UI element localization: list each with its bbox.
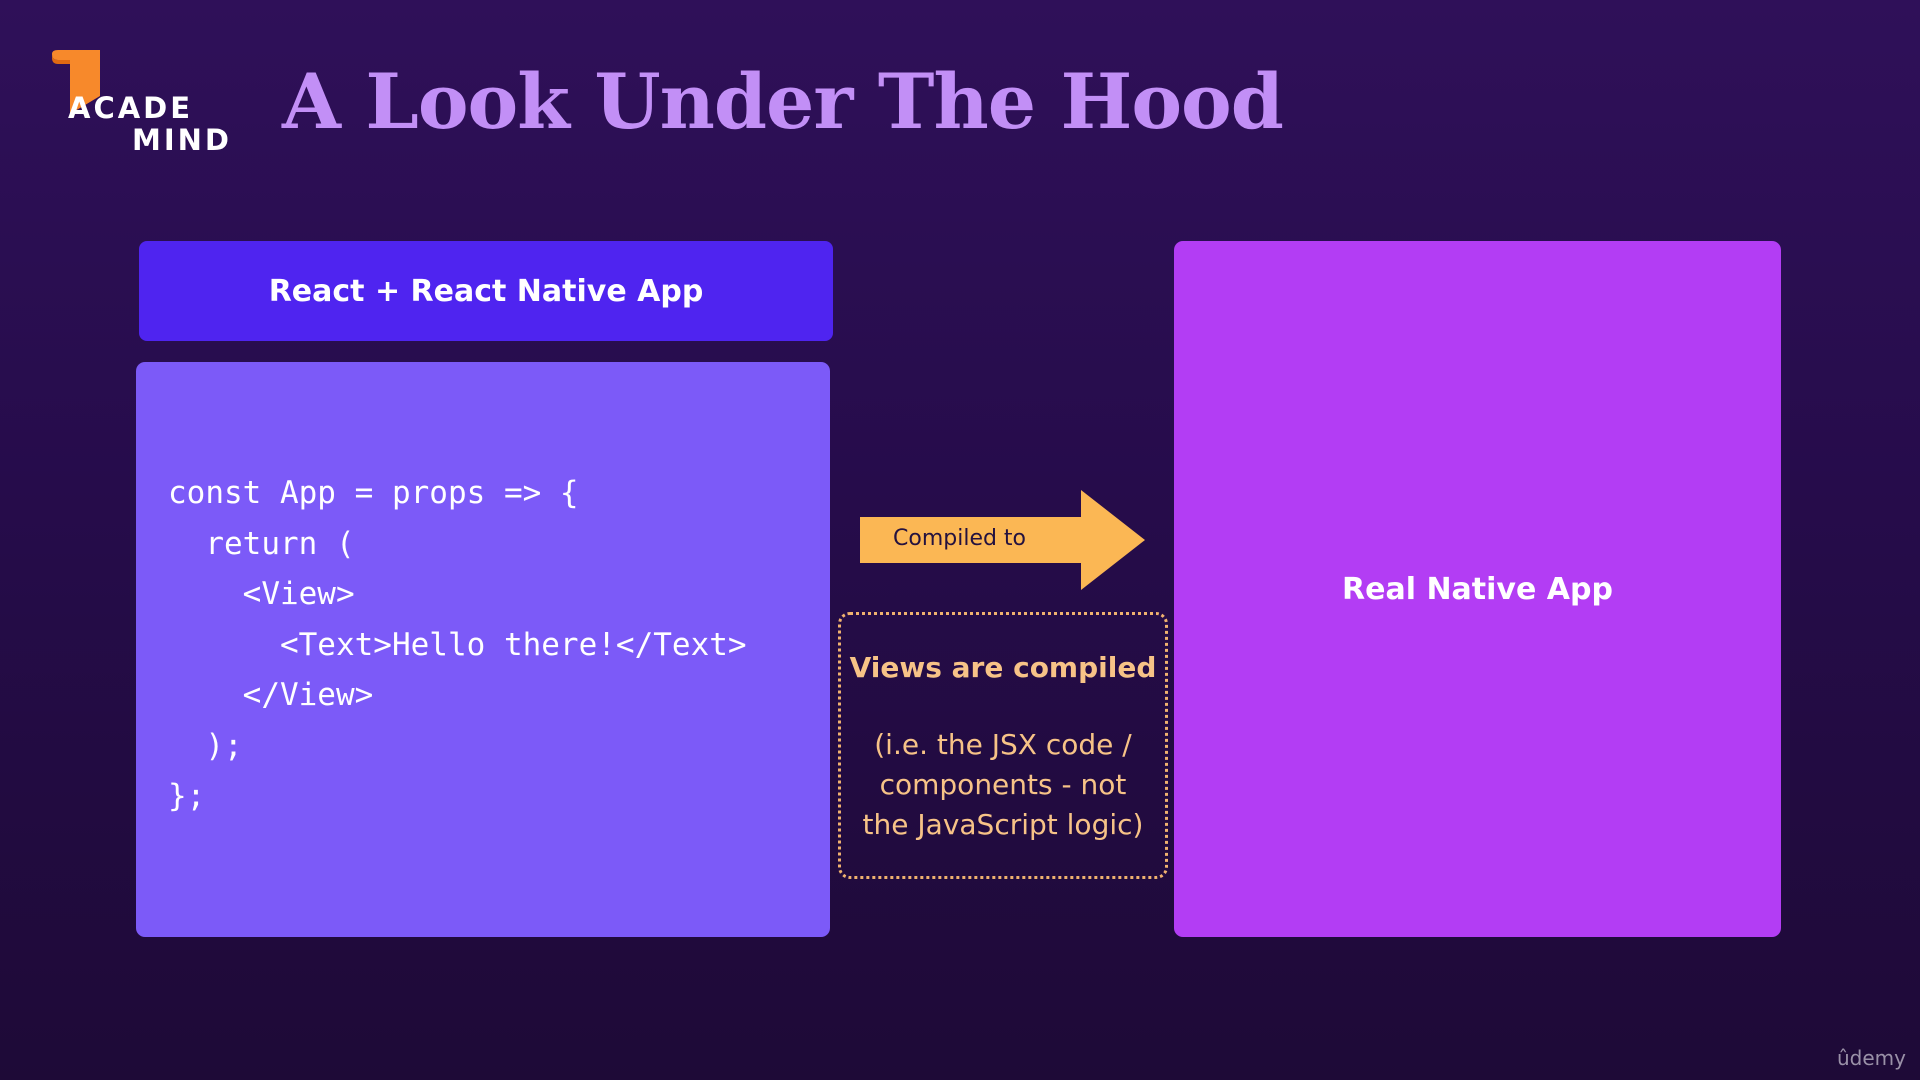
code-line: </View>	[168, 677, 374, 713]
note-line: the JavaScript logic)	[862, 807, 1144, 841]
compile-note: Views are compiled (i.e. the JSX code / …	[838, 612, 1168, 879]
code-line: <View>	[168, 576, 355, 612]
academind-logo: ACADE MIND	[50, 50, 240, 160]
note-title: Views are compiled	[849, 651, 1157, 684]
code-block: const App = props => { return ( <View> <…	[168, 468, 830, 822]
real-native-app-label: Real Native App	[1342, 571, 1613, 607]
code-line: const App = props => {	[168, 475, 579, 511]
udemy-watermark: ûdemy	[1837, 1046, 1906, 1070]
real-native-app-panel: Real Native App	[1174, 241, 1781, 937]
react-app-header-label: React + React Native App	[268, 273, 704, 309]
arrow-label: Compiled to	[893, 526, 1027, 551]
code-line: );	[168, 727, 243, 764]
compiled-to-arrow: Compiled to	[860, 490, 1145, 590]
academind-book-logo-icon	[52, 50, 100, 114]
slide-title: A Look Under The Hood	[282, 57, 1284, 146]
note-line: components - not	[879, 767, 1127, 801]
code-line: };	[168, 778, 206, 814]
logo-text-line1: ACADE	[68, 91, 194, 125]
logo-text-line2: MIND	[132, 123, 232, 157]
note-body: (i.e. the JSX code / components - not th…	[863, 725, 1144, 845]
code-line: return (	[168, 525, 355, 562]
code-panel: const App = props => { return ( <View> <…	[136, 362, 830, 937]
note-line: (i.e. the JSX code /	[874, 727, 1132, 761]
code-line: <Text>Hello there!</Text>	[168, 626, 747, 663]
right-arrow-icon	[860, 490, 1145, 590]
react-app-header: React + React Native App	[139, 241, 833, 341]
